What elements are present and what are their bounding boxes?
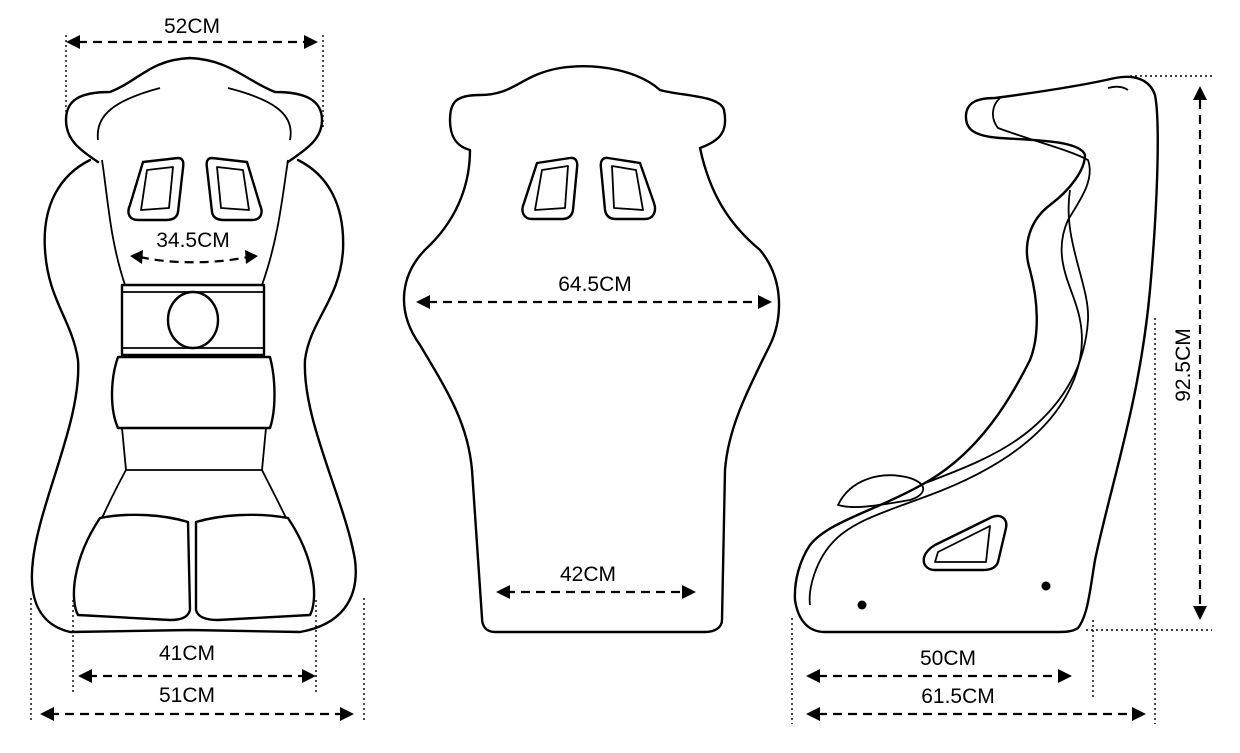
front-center-band — [120, 283, 266, 357]
back-harness-slot-right — [599, 156, 657, 221]
back-harness-slot-left — [521, 156, 579, 221]
side-view: 92.5CM 50CM 61.5CM — [791, 75, 1212, 724]
side-inner-line-3 — [919, 189, 1089, 486]
front-harness-slot-right — [205, 156, 263, 222]
front-inner-back — [101, 159, 289, 286]
side-mount-dot-1 — [857, 600, 867, 610]
front-harness-slot-left — [127, 156, 185, 222]
side-seat-cushion — [837, 474, 925, 508]
side-hole — [922, 514, 1008, 572]
front-harness-slot-left-inner — [140, 166, 174, 211]
front-lower-section — [121, 427, 267, 471]
side-inner-line-1 — [808, 97, 1091, 606]
side-inner-line-2 — [1107, 85, 1129, 91]
side-mount-dot-2 — [1041, 581, 1051, 591]
front-headrest-inner-right — [227, 87, 292, 141]
front-outer-shell — [30, 158, 357, 634]
dim-side-base-inner: 50CM — [920, 647, 976, 670]
dim-front-bottom-outer: 51CM — [159, 684, 215, 707]
front-lumbar-block — [110, 355, 276, 430]
front-headrest-inner-left — [96, 87, 161, 141]
dim-front-top-width: 52CM — [164, 15, 220, 38]
back-view: 64.5CM 42CM — [402, 65, 781, 634]
front-headrest — [64, 56, 324, 164]
dim-side-base-outer: 61.5CM — [921, 685, 995, 708]
dim-side-height: 92.5CM — [1172, 328, 1195, 402]
front-emblem-circle — [166, 290, 220, 350]
front-cushion-right — [194, 513, 316, 622]
dim-front-shoulder-inner: 34.5CM — [156, 229, 230, 252]
front-cushion-left — [72, 513, 192, 622]
back-outer-shell — [402, 65, 781, 634]
dim-front-bottom-inner: 41CM — [159, 642, 215, 665]
front-view: 52CM 34.5CM 41CM 51CM — [30, 15, 365, 722]
front-harness-slot-right-inner — [216, 166, 250, 211]
dim-back-bottom-width: 42CM — [560, 563, 616, 586]
side-outer-shell — [793, 75, 1159, 634]
dim-back-max-width: 64.5CM — [558, 273, 632, 296]
